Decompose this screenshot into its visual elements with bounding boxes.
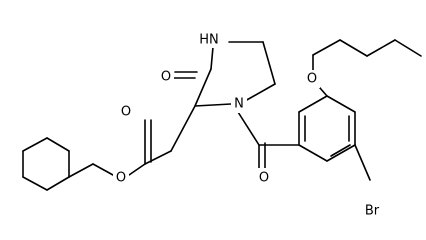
ester-carbonyl-oxygen-label: O — [121, 105, 131, 120]
butoxy-chain — [312, 39, 422, 97]
benzene-ring — [298, 95, 356, 162]
ring-nitrogen-label: N — [234, 97, 244, 112]
ring-carbonyl-oxygen-label: O — [161, 70, 171, 85]
bromine-label: Br — [365, 204, 380, 219]
structure-canvas: HN O O O N O O Br — [22, 30, 422, 219]
ether-oxygen-label: O — [307, 72, 317, 87]
bromine-bond — [354, 144, 371, 181]
cyclohexyl-ring — [22, 137, 70, 191]
ester-group — [68, 119, 172, 178]
ester-oxygen-label: O — [116, 171, 126, 186]
molecule-structure-drawing: HN O O O N O O Br — [22, 30, 422, 219]
amide-oxygen-label: O — [259, 171, 269, 186]
piperazinone-ring — [170, 41, 276, 152]
atom-labels: HN O O O N O O Br — [113, 30, 384, 219]
amide-linkage — [237, 111, 300, 169]
nh-label: HN — [199, 33, 219, 48]
